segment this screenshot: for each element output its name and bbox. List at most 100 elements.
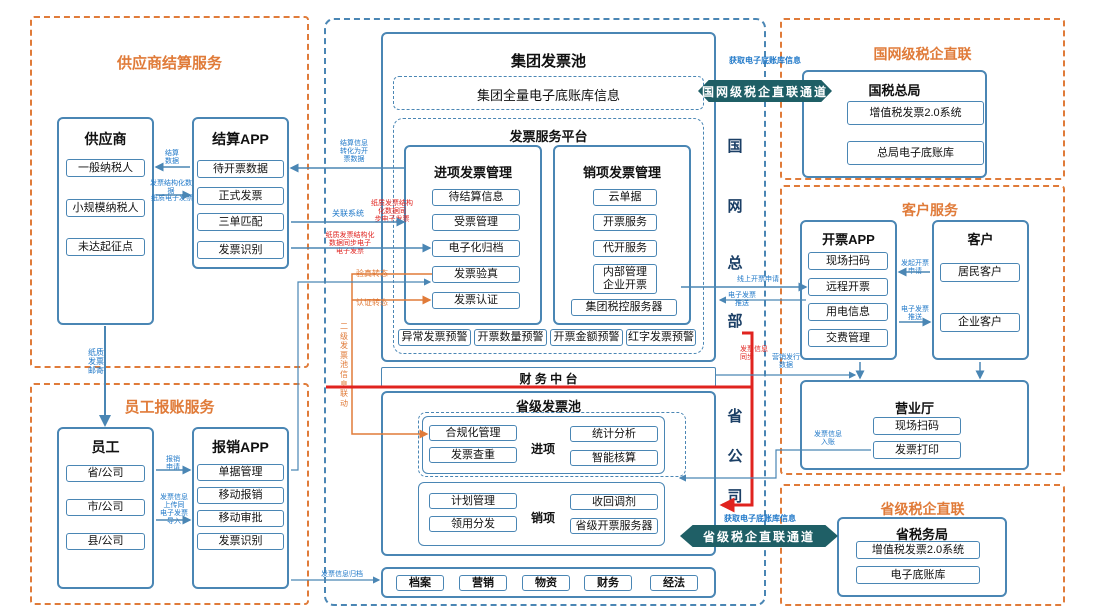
- app-item-payment[interactable]: 交费管理: [808, 329, 888, 347]
- note-paper-mail: 纸质 发票 邮寄: [88, 348, 104, 376]
- provincial-channel: 省级税企直联通道: [680, 525, 838, 547]
- national-item-vat[interactable]: 增值税发票2.0系统: [847, 101, 984, 125]
- alert-amount[interactable]: 开票金额预警: [550, 329, 623, 346]
- prov-input-dup[interactable]: 发票查重: [429, 447, 517, 463]
- app-item-usage[interactable]: 用电信息: [808, 303, 888, 321]
- prov-input-account[interactable]: 智能核算: [570, 450, 658, 466]
- prov-output-box: [418, 482, 665, 546]
- note-certify: 认证转态: [356, 298, 388, 307]
- provincial-item-ledger[interactable]: 电子底账库: [856, 566, 980, 584]
- bottom-archive[interactable]: 档案: [396, 575, 444, 591]
- customer-service-region: [780, 185, 1065, 475]
- group-pool-title: 集团发票池: [510, 53, 586, 70]
- prov-char-2: 公: [727, 448, 743, 465]
- prov-output-recall[interactable]: 收回调剂: [570, 494, 658, 510]
- employee-item-city[interactable]: 市/公司: [66, 499, 145, 516]
- note-national-get: 获取电子底账库信息: [729, 56, 801, 65]
- note-push: 电子发票 推送: [728, 292, 756, 308]
- prov-output-dist[interactable]: 领用分发: [429, 516, 517, 532]
- input-item-receive[interactable]: 受票管理: [432, 214, 520, 231]
- app-item-remote[interactable]: 远程开票: [808, 278, 888, 296]
- reimburse-app-title: 报销APP: [212, 439, 269, 455]
- output-item-issue[interactable]: 开票服务: [593, 214, 657, 231]
- customer-item-resident[interactable]: 居民客户: [940, 263, 1020, 282]
- settle-item-pending[interactable]: 待开票数据: [197, 160, 284, 178]
- prov-input-region: [418, 412, 686, 477]
- settle-item-match[interactable]: 三单匹配: [197, 213, 284, 231]
- output-mgmt-box: [553, 145, 691, 325]
- bottom-material[interactable]: 物资: [522, 575, 570, 591]
- reimburse-item-ocr[interactable]: 发票识别: [197, 533, 284, 550]
- input-mgmt-title: 进项发票管理: [433, 165, 512, 180]
- prov-output-label: 销项: [530, 511, 555, 525]
- note-online: 线上开票申请: [737, 276, 779, 283]
- hall-item-scan[interactable]: 现场扫码: [873, 417, 961, 435]
- supplier-settlement-region: [30, 16, 309, 368]
- alert-red[interactable]: 红字发票预警: [626, 329, 696, 346]
- output-item-taxserver[interactable]: 集团税控服务器: [571, 299, 677, 316]
- customer-title: 客户: [967, 232, 994, 247]
- bottom-finance[interactable]: 财务: [584, 575, 632, 591]
- note-einvoice: 电子发票 推送: [901, 306, 929, 322]
- settle-item-ocr[interactable]: 发票识别: [197, 241, 284, 259]
- national-bureau-title: 国税总局: [868, 83, 921, 98]
- input-item-verify[interactable]: 发票验真: [432, 266, 520, 283]
- employee-reimbursement-region: [30, 383, 309, 605]
- platform-region: [393, 118, 704, 354]
- center-region: [324, 18, 766, 606]
- hq-char-1: 国: [727, 138, 743, 155]
- reimburse-item-mobile[interactable]: 移动报销: [197, 487, 284, 504]
- hall-item-print[interactable]: 发票打印: [873, 441, 961, 459]
- note-upload: 发票信息 上传同 电子发票 导入: [160, 494, 188, 526]
- customer-item-enterprise[interactable]: 企业客户: [940, 313, 1020, 332]
- note-second-pool: 二 级 发 票 池 信 息 联 动: [340, 322, 348, 408]
- hq-char-3: 总: [727, 255, 743, 272]
- reimburse-app-box: [192, 427, 289, 589]
- bottom-marketing[interactable]: 营销: [459, 575, 507, 591]
- prov-output-server[interactable]: 省级开票服务器: [570, 518, 658, 534]
- hq-char-2: 网: [727, 198, 743, 215]
- provincial-item-vat[interactable]: 增值税发票2.0系统: [856, 541, 980, 559]
- note-hall-push: 营销发行 数据: [772, 354, 800, 370]
- supplier-box: [57, 117, 154, 325]
- supplier-item-small[interactable]: 小规模纳税人: [66, 199, 145, 217]
- output-item-agent[interactable]: 代开服务: [593, 240, 657, 257]
- provincial-bureau-title: 省税务局: [895, 527, 948, 542]
- input-item-pending[interactable]: 待结算信息: [432, 189, 520, 206]
- output-item-cloud[interactable]: 云单据: [593, 189, 657, 206]
- platform-title: 发票服务平台: [509, 129, 588, 144]
- bottom-legal[interactable]: 经法: [650, 575, 698, 591]
- employee-reimbursement-title: 员工报账服务: [124, 399, 215, 416]
- national-channel: 国网级税企直联通道: [698, 80, 832, 102]
- settle-app-title: 结算APP: [212, 131, 269, 147]
- supplier-title: 供应商: [84, 131, 127, 147]
- input-item-certify[interactable]: 发票认证: [432, 292, 520, 309]
- prov-output-plan[interactable]: 计划管理: [429, 493, 517, 509]
- invoice-app-title: 开票APP: [822, 232, 875, 247]
- employee-item-county[interactable]: 县/公司: [66, 533, 145, 550]
- reimburse-item-docs[interactable]: 单据管理: [197, 464, 284, 481]
- output-item-internal[interactable]: 内部管理 企业开票: [593, 264, 657, 294]
- employee-item-province[interactable]: 省/公司: [66, 465, 145, 482]
- note-settle-data: 结算 数据: [165, 150, 179, 166]
- alert-abnormal[interactable]: 异常发票预警: [398, 329, 471, 346]
- supplier-settlement-title: 供应商结算服务: [116, 55, 222, 72]
- note-reimburse-apply: 报销 申请: [166, 456, 180, 472]
- input-item-archive[interactable]: 电子化归档: [432, 240, 520, 257]
- supplier-item-threshold[interactable]: 未达起征点: [66, 238, 145, 256]
- note-provincial-get: 获取电子底账库信息: [724, 514, 796, 523]
- note-red-electronic: 纸质发票结构化 数据同步电子 电子发票: [325, 232, 375, 256]
- supplier-item-general[interactable]: 一般纳税人: [66, 159, 145, 177]
- app-item-scan[interactable]: 现场扫码: [808, 252, 888, 270]
- prov-input-stats[interactable]: 统计分析: [570, 426, 658, 442]
- national-item-ledger[interactable]: 总局电子底账库: [847, 141, 984, 165]
- customer-service-title: 客户服务: [902, 202, 958, 218]
- note-hall-print: 发票信息 入账: [814, 431, 842, 447]
- alert-count[interactable]: 开票数量预警: [474, 329, 547, 346]
- reimburse-item-approve[interactable]: 移动审批: [197, 510, 284, 527]
- provincial-tax-title: 省级税企直联: [880, 501, 965, 517]
- note-paper-invoice: 纸质电子发票: [151, 195, 193, 202]
- prov-input-compliance[interactable]: 合规化管理: [429, 425, 517, 441]
- settle-item-formal[interactable]: 正式发票: [197, 187, 284, 205]
